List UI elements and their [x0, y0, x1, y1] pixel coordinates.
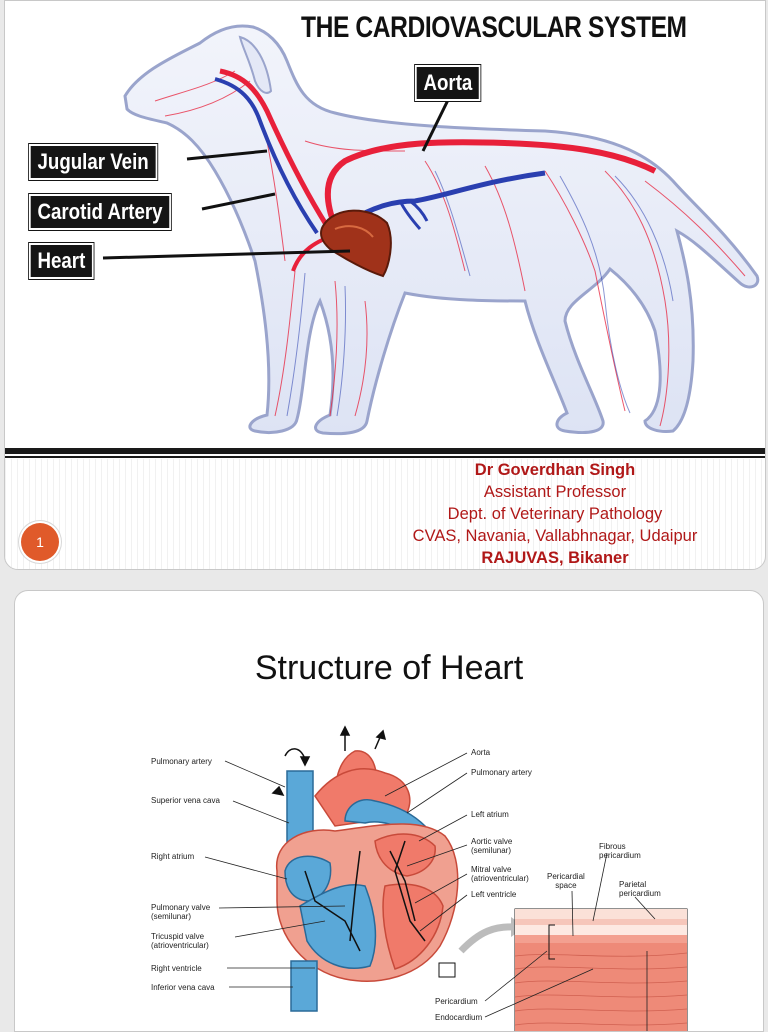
- heart-callout: Heart: [29, 243, 94, 279]
- label-mitral-valve-line2: (atrioventricular): [471, 874, 529, 883]
- inferior-vena-cava: [291, 961, 317, 1011]
- label-pulmonary-valve-line2: (semilunar): [151, 912, 191, 921]
- label-tricuspid-valve-line2: (atrioventricular): [151, 941, 209, 950]
- label-parietal-pericardium-line2: pericardium: [619, 889, 661, 898]
- footer-divider-thin: [5, 456, 765, 458]
- label-fibrous-pericardium-line1: Fibrous: [599, 842, 626, 851]
- author-institution: CVAS, Navania, Vallabhnagar, Udaipur: [365, 525, 745, 547]
- label-endocardium: Endocardium: [435, 1013, 482, 1022]
- label-superior-vena-cava: Superior vena cava: [151, 796, 220, 805]
- author-position: Assistant Professor: [365, 481, 745, 503]
- label-pulmonary-valve-line1: Pulmonary valve: [151, 903, 210, 912]
- label-fibrous-pericardium: Fibrous pericardium: [599, 842, 641, 860]
- label-mitral-valve: Mitral valve (atrioventricular): [471, 865, 529, 883]
- label-mitral-valve-line1: Mitral valve: [471, 865, 511, 874]
- label-pulmonary-valve: Pulmonary valve (semilunar): [151, 903, 210, 921]
- author-name: Dr Goverdhan Singh: [365, 459, 745, 481]
- slide-title: THE CARDIOVASCULAR SYSTEM: [301, 11, 687, 45]
- label-pulmonary-artery-left: Pulmonary artery: [151, 757, 212, 766]
- footer-divider: [5, 448, 765, 454]
- label-parietal-pericardium-line1: Parietal: [619, 880, 646, 889]
- label-right-atrium: Right atrium: [151, 852, 194, 861]
- left-ventricle: [383, 884, 443, 969]
- slide-cardiovascular-system: THE CARDIOVASCULAR SYSTEM Aorta Jugular …: [4, 0, 766, 570]
- label-left-atrium: Left atrium: [471, 810, 509, 819]
- label-pulmonary-artery-right: Pulmonary artery: [471, 768, 532, 777]
- label-tricuspid-valve: Tricuspid valve (atrioventricular): [151, 932, 209, 950]
- label-aortic-valve-line2: (semilunar): [471, 846, 511, 855]
- author-university: RAJUVAS, Bikaner: [365, 547, 745, 569]
- slide-number-badge: 1: [21, 523, 59, 561]
- label-pericardial-space: Pericardial space: [547, 872, 585, 890]
- label-aortic-valve: Aortic valve (semilunar): [471, 837, 512, 855]
- label-pericardial-space-line2: space: [555, 881, 576, 890]
- label-aorta: Aorta: [471, 748, 490, 757]
- label-pericardium: Pericardium: [435, 997, 478, 1006]
- label-fibrous-pericardium-line2: pericardium: [599, 851, 641, 860]
- label-right-ventricle: Right ventricle: [151, 964, 202, 973]
- carotid-artery-callout: Carotid Artery: [29, 194, 171, 230]
- author-department: Dept. of Veterinary Pathology: [365, 503, 745, 525]
- label-pericardial-space-line1: Pericardial: [547, 872, 585, 881]
- label-tricuspid-valve-line1: Tricuspid valve: [151, 932, 204, 941]
- slide-structure-of-heart: Structure of Heart: [14, 590, 764, 1032]
- jugular-vein-callout: Jugular Vein: [29, 144, 157, 180]
- label-inferior-vena-cava: Inferior vena cava: [151, 983, 215, 992]
- aorta-callout: Aorta: [415, 65, 481, 101]
- label-left-ventricle: Left ventricle: [471, 890, 516, 899]
- pericardium-layers: [515, 909, 687, 1031]
- heart-diagram: [15, 591, 763, 1031]
- label-parietal-pericardium: Parietal pericardium: [619, 880, 661, 898]
- author-credits: Dr Goverdhan Singh Assistant Professor D…: [365, 459, 745, 569]
- label-aortic-valve-line1: Aortic valve: [471, 837, 512, 846]
